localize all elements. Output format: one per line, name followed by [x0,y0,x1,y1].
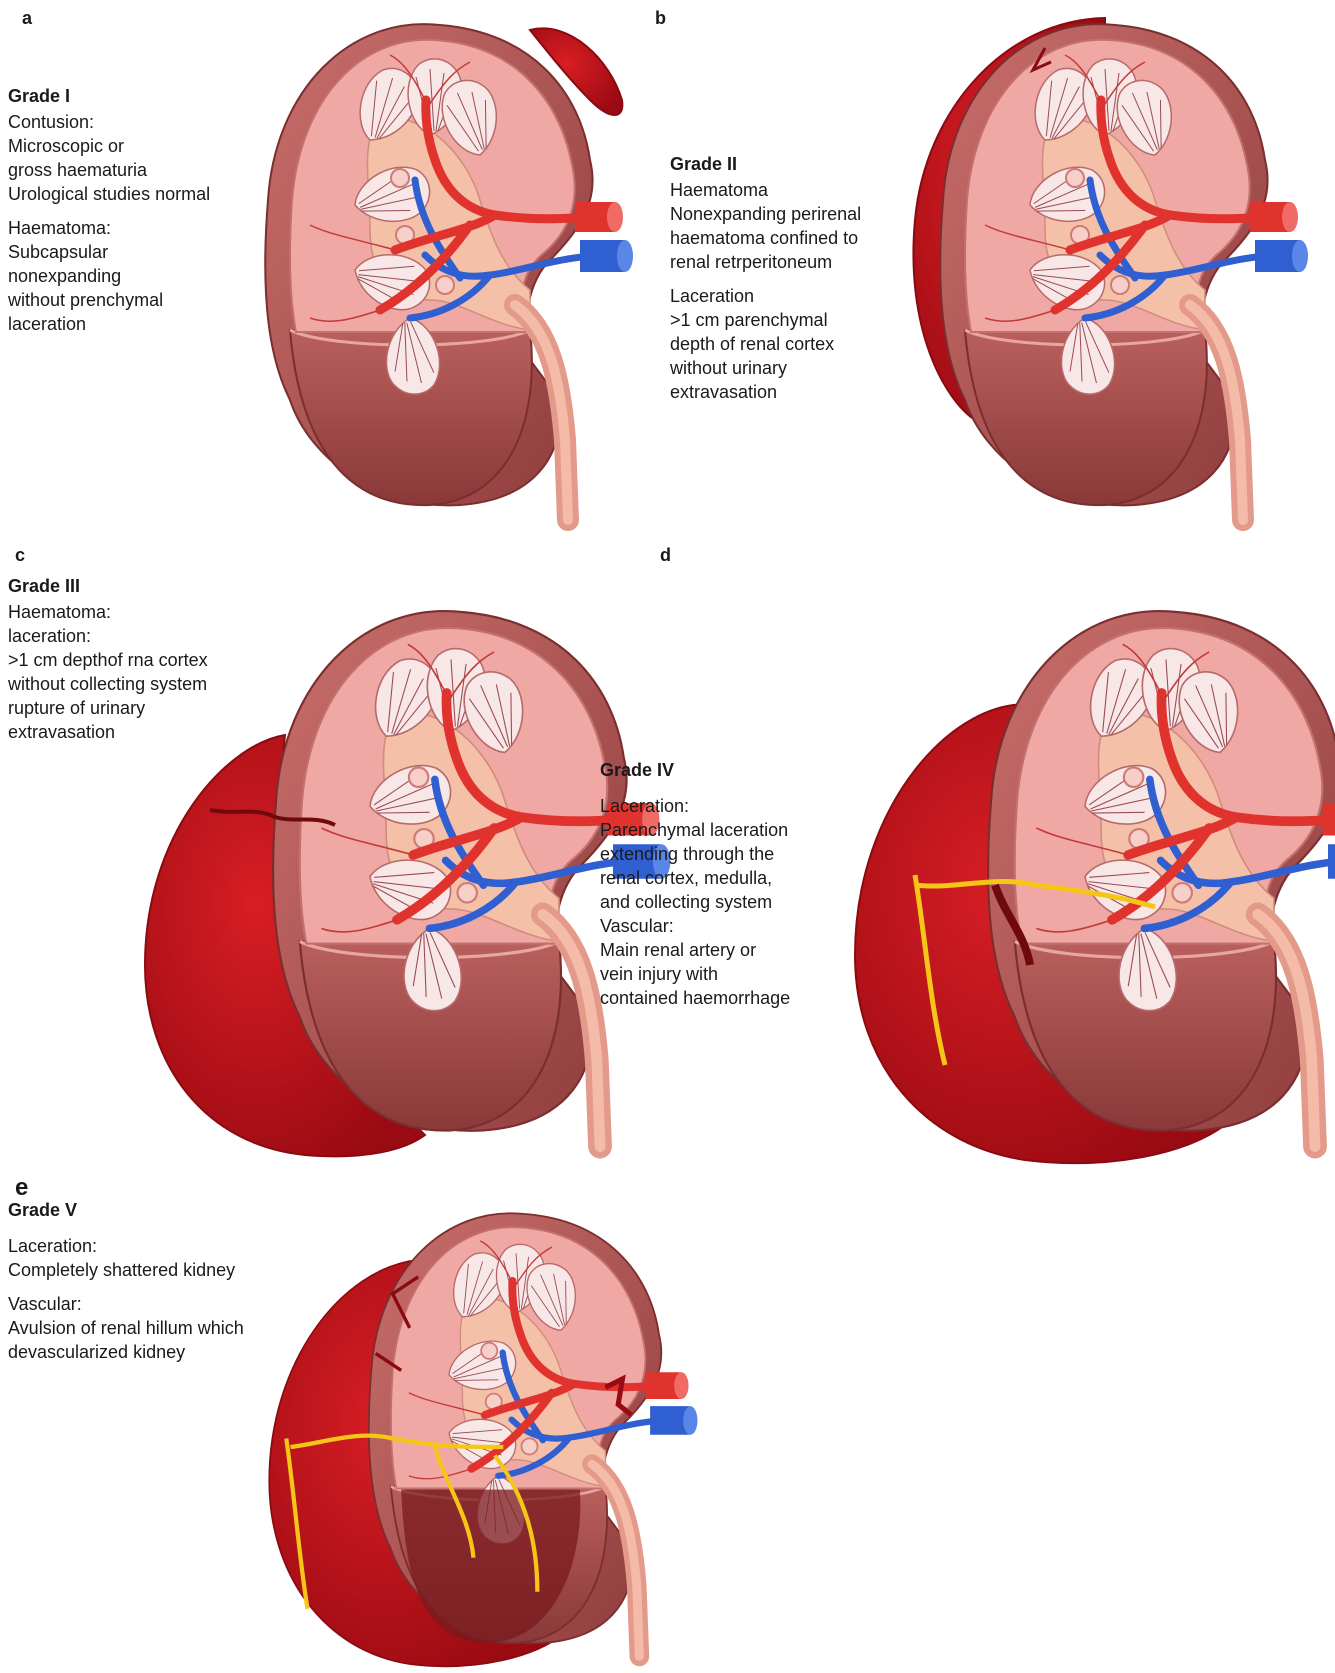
grade-i-contusion-line: Urological studies normal [8,182,253,206]
grade-iv-line: vein injury with [600,962,845,986]
kidney-grade-i-illustration [230,0,650,530]
grade-i-haematoma-line: laceration [8,312,253,336]
grade-iv-line: Laceration: [600,794,845,818]
grade-iv-title: Grade IV [600,758,845,782]
grade-v-title: Grade V [8,1198,298,1222]
grade-iv-line: contained haemorrhage [600,986,845,1010]
grade-v-vascular-line: Avulsion of renal hillum which [8,1316,298,1340]
grade-ii-laceration-line: Laceration [670,284,910,308]
grade-ii-laceration-line: without urinary [670,356,910,380]
grade-iv-line: Main renal artery or [600,938,845,962]
kidney-grade-iii-illustration [135,585,595,1170]
grade-i-description: Grade I Contusion: Microscopic or gross … [8,84,253,336]
grade-iv-description: Grade IV Laceration: Parenchymal lacerat… [600,758,845,1010]
grade-iv-line: Vascular: [600,914,845,938]
grade-i-haematoma-line: Subcapsular [8,240,253,264]
grade-ii-laceration-line: depth of renal cortex [670,332,910,356]
grade-ii-laceration-line: >1 cm parenchymal [670,308,910,332]
grade-i-haematoma-line: nonexpanding [8,264,253,288]
grade-i-title: Grade I [8,84,253,108]
grade-v-vascular-line: devascularized kidney [8,1340,298,1364]
panel-b-letter: b [655,8,666,29]
grade-v-description: Grade V Laceration: Completely shattered… [8,1198,298,1364]
grade-i-contusion-line: Contusion: [8,110,253,134]
grade-i-contusion-line: gross haematuria [8,158,253,182]
grade-ii-haematoma-line: Haematoma [670,178,910,202]
grade-ii-title: Grade II [670,152,910,176]
kidney-grade-v-illustration [265,1190,665,1670]
grade-ii-description: Grade II Haematoma Nonexpanding perirena… [670,152,910,404]
panel-a-letter: a [22,8,32,29]
grade-v-vascular-line: Vascular: [8,1292,298,1316]
grade-v-laceration-line: Laceration: [8,1234,298,1258]
grade-iv-line: extending through the [600,842,845,866]
kidney-grade-ii-illustration [885,0,1325,530]
panel-c-letter: c [15,545,25,566]
grade-ii-laceration-line: extravasation [670,380,910,404]
grade-i-haematoma-line: Haematoma: [8,216,253,240]
grade-iv-line: and collecting system [600,890,845,914]
grade-v-laceration-line: Completely shattered kidney [8,1258,298,1282]
grade-ii-haematoma-line: Nonexpanding perirenal [670,202,910,226]
grade-iv-line: renal cortex, medulla, [600,866,845,890]
grade-i-contusion-line: Microscopic or [8,134,253,158]
grade-i-haematoma-line: without prenchymal [8,288,253,312]
kidney-grade-iv-illustration [845,585,1335,1170]
grade-ii-haematoma-line: renal retrperitoneum [670,250,910,274]
panel-d-letter: d [660,545,671,566]
grade-iv-line: Parenchymal laceration [600,818,845,842]
grade-ii-haematoma-line: haematoma confined to [670,226,910,250]
